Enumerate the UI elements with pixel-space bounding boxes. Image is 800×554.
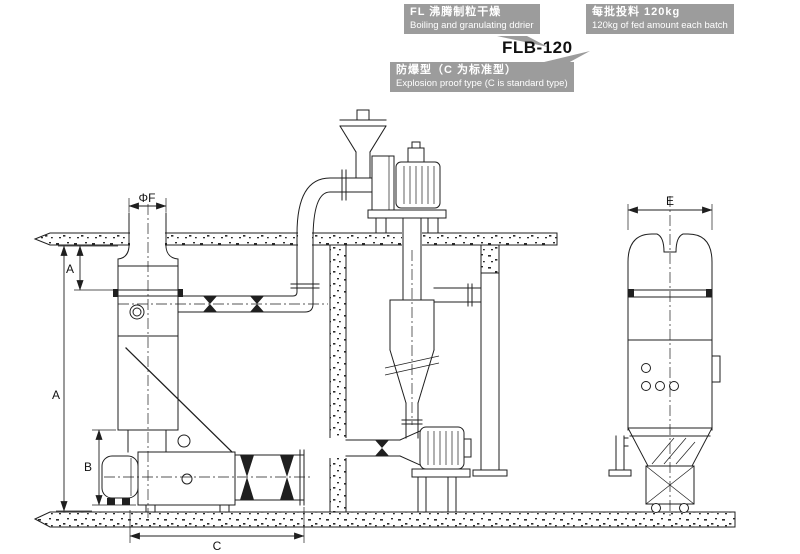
dryer-tower — [113, 246, 233, 453]
callout-product-type-en: Boiling and granulating ddrier — [410, 19, 534, 31]
door-handle — [711, 355, 721, 383]
model-label: FLB-120 — [502, 38, 573, 57]
blower-unit — [371, 155, 395, 211]
dim-a-upper: A — [58, 245, 118, 291]
flange-bolt — [178, 289, 183, 297]
sight-glass — [129, 304, 145, 320]
discharge-chute — [125, 347, 233, 453]
dim-e: E — [627, 194, 713, 230]
side-port — [177, 434, 191, 448]
floor-slab — [33, 511, 736, 528]
callout-explosion-proof: 防爆型（C 为标准型） Explosion proof type (C is s… — [390, 62, 574, 93]
outlet-duct — [402, 217, 422, 301]
clamp-symbol — [240, 477, 254, 500]
clamp-symbol — [375, 440, 389, 448]
clamp-symbol — [250, 304, 264, 312]
cart-motor — [101, 455, 139, 505]
callout-explosion-proof-zh: 防爆型（C 为标准型） — [396, 64, 517, 76]
wall-column — [329, 244, 347, 513]
front-view — [101, 109, 508, 513]
dimension-annotations: ΦF A A B C E — [52, 191, 713, 553]
callout-product-type: FL 沸腾制粒干燥 Boiling and granulating ddrier — [404, 4, 540, 35]
callout-tails — [497, 36, 590, 63]
callout-batch-amount-zh: 每批投料 120kg — [592, 6, 681, 18]
clamp-symbol — [280, 455, 294, 477]
side-view-body — [627, 233, 713, 437]
dim-label-b: B — [84, 460, 92, 474]
knob-circle — [669, 381, 679, 391]
dim-phi-f: ΦF — [128, 191, 167, 212]
top-exhaust-duct — [128, 212, 167, 248]
building-structure — [33, 230, 736, 528]
dim-label-a-upper: A — [66, 262, 74, 276]
clamp-symbol — [280, 477, 294, 500]
callout-product-type-zh: FL 沸腾制粒干燥 — [410, 6, 502, 18]
knob-circle — [641, 363, 651, 373]
clamp-symbol — [203, 296, 217, 304]
clamp-symbol — [375, 448, 389, 456]
support-column — [472, 244, 508, 477]
clamp-symbol — [240, 455, 254, 477]
clamp-symbol — [203, 304, 217, 312]
dim-c: C — [129, 507, 305, 553]
callout-tail — [497, 36, 548, 47]
product-cart — [137, 451, 236, 513]
control-knobs — [641, 363, 679, 391]
callout-batch-amount-en: 120kg of fed amount each batch — [592, 19, 728, 31]
callout-batch-amount: 每批投料 120kg 120kg of fed amount each batc… — [586, 4, 734, 35]
side-pipe-stub — [608, 435, 632, 477]
side-view — [608, 233, 721, 513]
dim-label-c: C — [213, 539, 222, 553]
ceiling-slab — [33, 232, 558, 246]
drive-motor — [367, 141, 447, 234]
centerlines — [104, 196, 671, 520]
dim-label-a-overall: A — [52, 388, 60, 402]
cart-port — [181, 473, 193, 485]
riser-pipe — [177, 169, 373, 313]
callout-explosion-proof-en: Explosion proof type (C is standard type… — [396, 77, 568, 89]
exhaust-fan — [345, 426, 472, 513]
flange-bolt — [113, 289, 118, 297]
wheel — [679, 503, 689, 513]
knob-circle — [641, 381, 651, 391]
knob-circle — [655, 381, 665, 391]
dim-label-e: E — [666, 194, 674, 208]
slab-openings — [130, 230, 422, 458]
dim-b: B — [84, 429, 136, 506]
wheel — [651, 503, 661, 513]
clamp-symbol — [250, 296, 264, 304]
callout-tail — [540, 51, 590, 63]
cyclone-separator — [384, 283, 482, 439]
feed-hopper — [339, 109, 387, 179]
dim-a-overall: A — [52, 245, 92, 512]
bottom-discharge-duct — [234, 449, 305, 506]
dim-label-phi-f: ΦF — [139, 191, 156, 205]
